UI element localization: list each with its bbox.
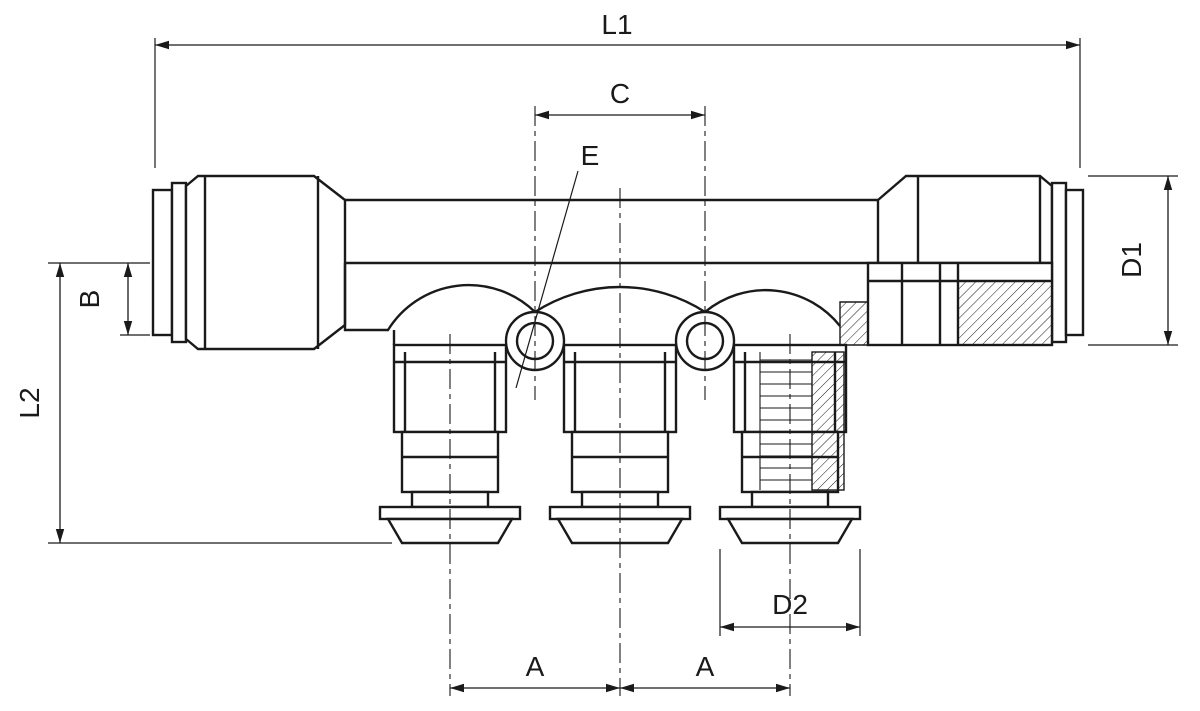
b-label: B [74,290,105,309]
left-push-in-fitting [151,174,347,351]
dimension-d1: D1 [1088,175,1178,346]
e-label: E [581,140,600,171]
right-collet-ring-outer [1064,188,1085,337]
step-block-hatching [839,301,869,346]
d2-label: D2 [772,589,808,620]
a-left-label: A [526,651,545,682]
port3-collet-flange [725,517,855,545]
manifold-web [343,263,841,345]
fitting-body [151,174,1085,545]
port1-collet-flange [385,517,515,545]
left-collet-ring-inner [170,181,188,344]
web-scallop-profile [343,263,841,332]
callout-e: E [515,140,600,389]
hex-section-hatching [957,280,1053,346]
dimension-l2: L2 [14,263,392,544]
centerlines [449,106,791,696]
right-hex-boss-section [839,261,1054,347]
dimension-a-right: A [620,651,790,693]
dimension-a-left: A [450,651,620,693]
port3-thread-section [759,351,845,491]
d1-label: D1 [1116,242,1147,278]
left-collet-ring-outer [151,188,174,337]
dimension-b: B [48,262,150,336]
c-label: C [610,78,630,109]
port3-wall-hatching [811,351,845,491]
right-push-in-fitting [876,174,1085,344]
right-cap-body [876,174,1054,265]
dimension-l1: L1 [154,9,1081,168]
dimension-d2: D2 [719,549,861,636]
e-leader-line [515,170,579,389]
a-right-label: A [696,651,715,682]
dimension-c: C [535,78,705,120]
left-cap-body [184,174,347,351]
l2-label: L2 [14,387,45,418]
right-collet-ring-inner [1050,181,1068,344]
l1-label: L1 [601,9,632,40]
